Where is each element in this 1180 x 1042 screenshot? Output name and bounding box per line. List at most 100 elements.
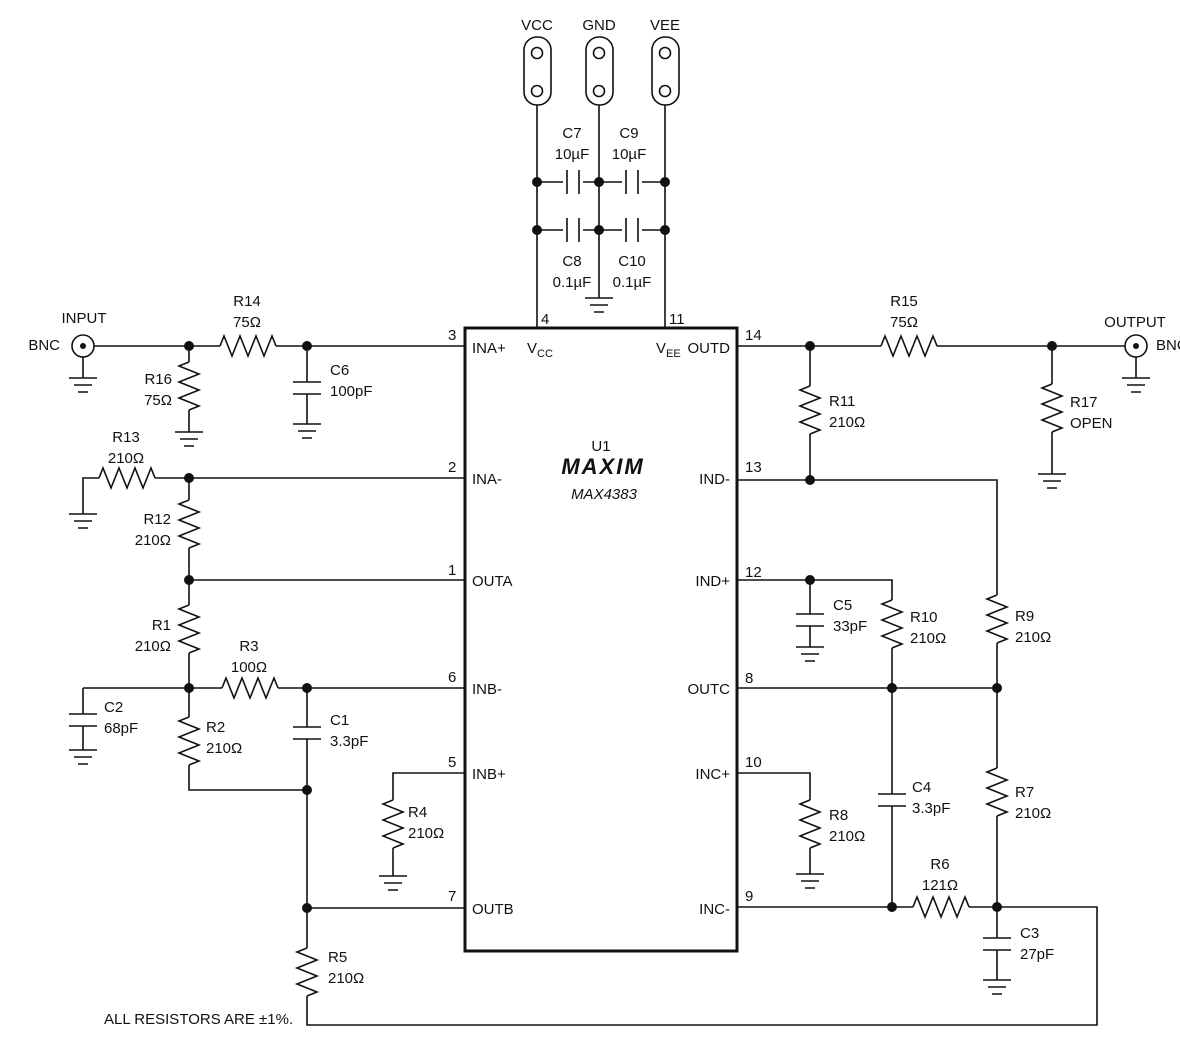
resistor-r8	[797, 799, 823, 849]
pin-label-outa: OUTA	[472, 573, 513, 590]
input-bnc-label: BNC	[28, 337, 60, 354]
c7-ref: C7	[562, 125, 581, 142]
resistor-r3	[221, 675, 279, 701]
ic-ref: U1	[591, 438, 610, 455]
r4-ref: R4	[408, 804, 427, 821]
capacitor-c4	[878, 793, 906, 807]
c6-ref: C6	[330, 362, 349, 379]
pin-label-ina-plus: INA+	[472, 340, 506, 357]
pin-label-outb: OUTB	[472, 901, 514, 918]
capacitor-c5	[796, 613, 824, 627]
pin-number-11: 11	[669, 311, 685, 328]
c4-value: 3.3pF	[912, 800, 950, 817]
resistor-r11	[797, 385, 823, 435]
r6-ref: R6	[930, 856, 949, 873]
input-bnc-connector	[71, 334, 95, 358]
capacitor-c2	[69, 713, 97, 727]
vee-terminal	[651, 36, 680, 106]
capacitor-c3	[983, 937, 1011, 951]
c1-ref: C1	[330, 712, 349, 729]
pin-number-9: 9	[745, 888, 753, 905]
resistor-r7	[984, 767, 1010, 817]
capacitor-c9	[625, 170, 639, 194]
pin-label-ina-minus: INA-	[472, 471, 502, 488]
r13-value: 210Ω	[108, 450, 144, 467]
resistor-r14	[219, 333, 277, 359]
r8-ref: R8	[829, 807, 848, 824]
r5-value: 210Ω	[328, 970, 364, 987]
resistor-r16	[176, 361, 202, 411]
c4-ref: C4	[912, 779, 931, 796]
resistor-r15	[880, 333, 938, 359]
c5-ref: C5	[833, 597, 852, 614]
resistor-r5	[294, 947, 320, 997]
output-bnc-label: BNC	[1156, 337, 1180, 354]
r17-ref: R17	[1070, 394, 1098, 411]
c10-value: 0.1µF	[613, 274, 652, 291]
r8-value: 210Ω	[829, 828, 865, 845]
c10-ref: C10	[618, 253, 646, 270]
gnd-terminal	[585, 36, 614, 106]
ground-symbol	[585, 297, 613, 313]
c5-value: 33pF	[833, 618, 867, 635]
pin-number-1: 1	[448, 562, 456, 579]
vee-label: VEE	[650, 17, 680, 34]
pin-number-6: 6	[448, 669, 456, 686]
r12-value: 210Ω	[135, 532, 171, 549]
maxim-logo: MAXIM	[561, 454, 644, 479]
r13-ref: R13	[112, 429, 140, 446]
r15-value: 75Ω	[890, 314, 918, 331]
r1-value: 210Ω	[135, 638, 171, 655]
resistor-r9	[984, 594, 1010, 644]
output-label: OUTPUT	[1104, 314, 1166, 331]
pin-number-8: 8	[745, 670, 753, 687]
r4-value: 210Ω	[408, 825, 444, 842]
pin-number-14: 14	[745, 327, 762, 344]
ic-part-number: MAX4383	[571, 486, 638, 503]
r2-ref: R2	[206, 719, 225, 736]
c8-ref: C8	[562, 253, 581, 270]
resistor-tolerance-note: ALL RESISTORS ARE ±1%.	[104, 1011, 293, 1028]
c9-value: 10µF	[612, 146, 647, 163]
resistor-r2	[176, 716, 202, 766]
r16-value: 75Ω	[144, 392, 172, 409]
c2-ref: C2	[104, 699, 123, 716]
r14-value: 75Ω	[233, 314, 261, 331]
pin-label-inc-plus: INC+	[695, 766, 730, 783]
r9-value: 210Ω	[1015, 629, 1051, 646]
r16-ref: R16	[144, 371, 172, 388]
r11-ref: R11	[829, 393, 855, 410]
output-bnc-connector	[1124, 334, 1148, 358]
r6-value: 121Ω	[922, 877, 958, 894]
pin-label-vcc: VCC	[527, 340, 553, 360]
pin-number-3: 3	[448, 327, 456, 344]
r1-ref: R1	[152, 617, 171, 634]
pin-number-7: 7	[448, 888, 456, 905]
resistor-r6	[912, 894, 970, 920]
resistor-r13	[98, 465, 156, 491]
pin-label-vee: VEE	[656, 340, 681, 360]
r9-ref: R9	[1015, 608, 1034, 625]
pin-number-5: 5	[448, 754, 456, 771]
pin-number-4: 4	[541, 311, 549, 328]
r2-value: 210Ω	[206, 740, 242, 757]
r15-ref: R15	[890, 293, 918, 310]
c3-value: 27pF	[1020, 946, 1054, 963]
c9-ref: C9	[619, 125, 638, 142]
capacitor-c1	[293, 726, 321, 740]
resistor-r17	[1039, 383, 1065, 433]
c6-value: 100pF	[330, 383, 373, 400]
pin-number-13: 13	[745, 459, 762, 476]
pin-number-10: 10	[745, 754, 762, 771]
c7-value: 10µF	[555, 146, 590, 163]
junction-dots	[184, 177, 1057, 913]
r7-value: 210Ω	[1015, 805, 1051, 822]
pin-number-2: 2	[448, 459, 456, 476]
pin-label-inb-plus: INB+	[472, 766, 506, 783]
resistor-r12	[176, 499, 202, 549]
r12-ref: R12	[143, 511, 171, 528]
vcc-terminal	[523, 36, 552, 106]
capacitor-c6	[293, 381, 321, 395]
capacitor-c7	[566, 170, 580, 194]
